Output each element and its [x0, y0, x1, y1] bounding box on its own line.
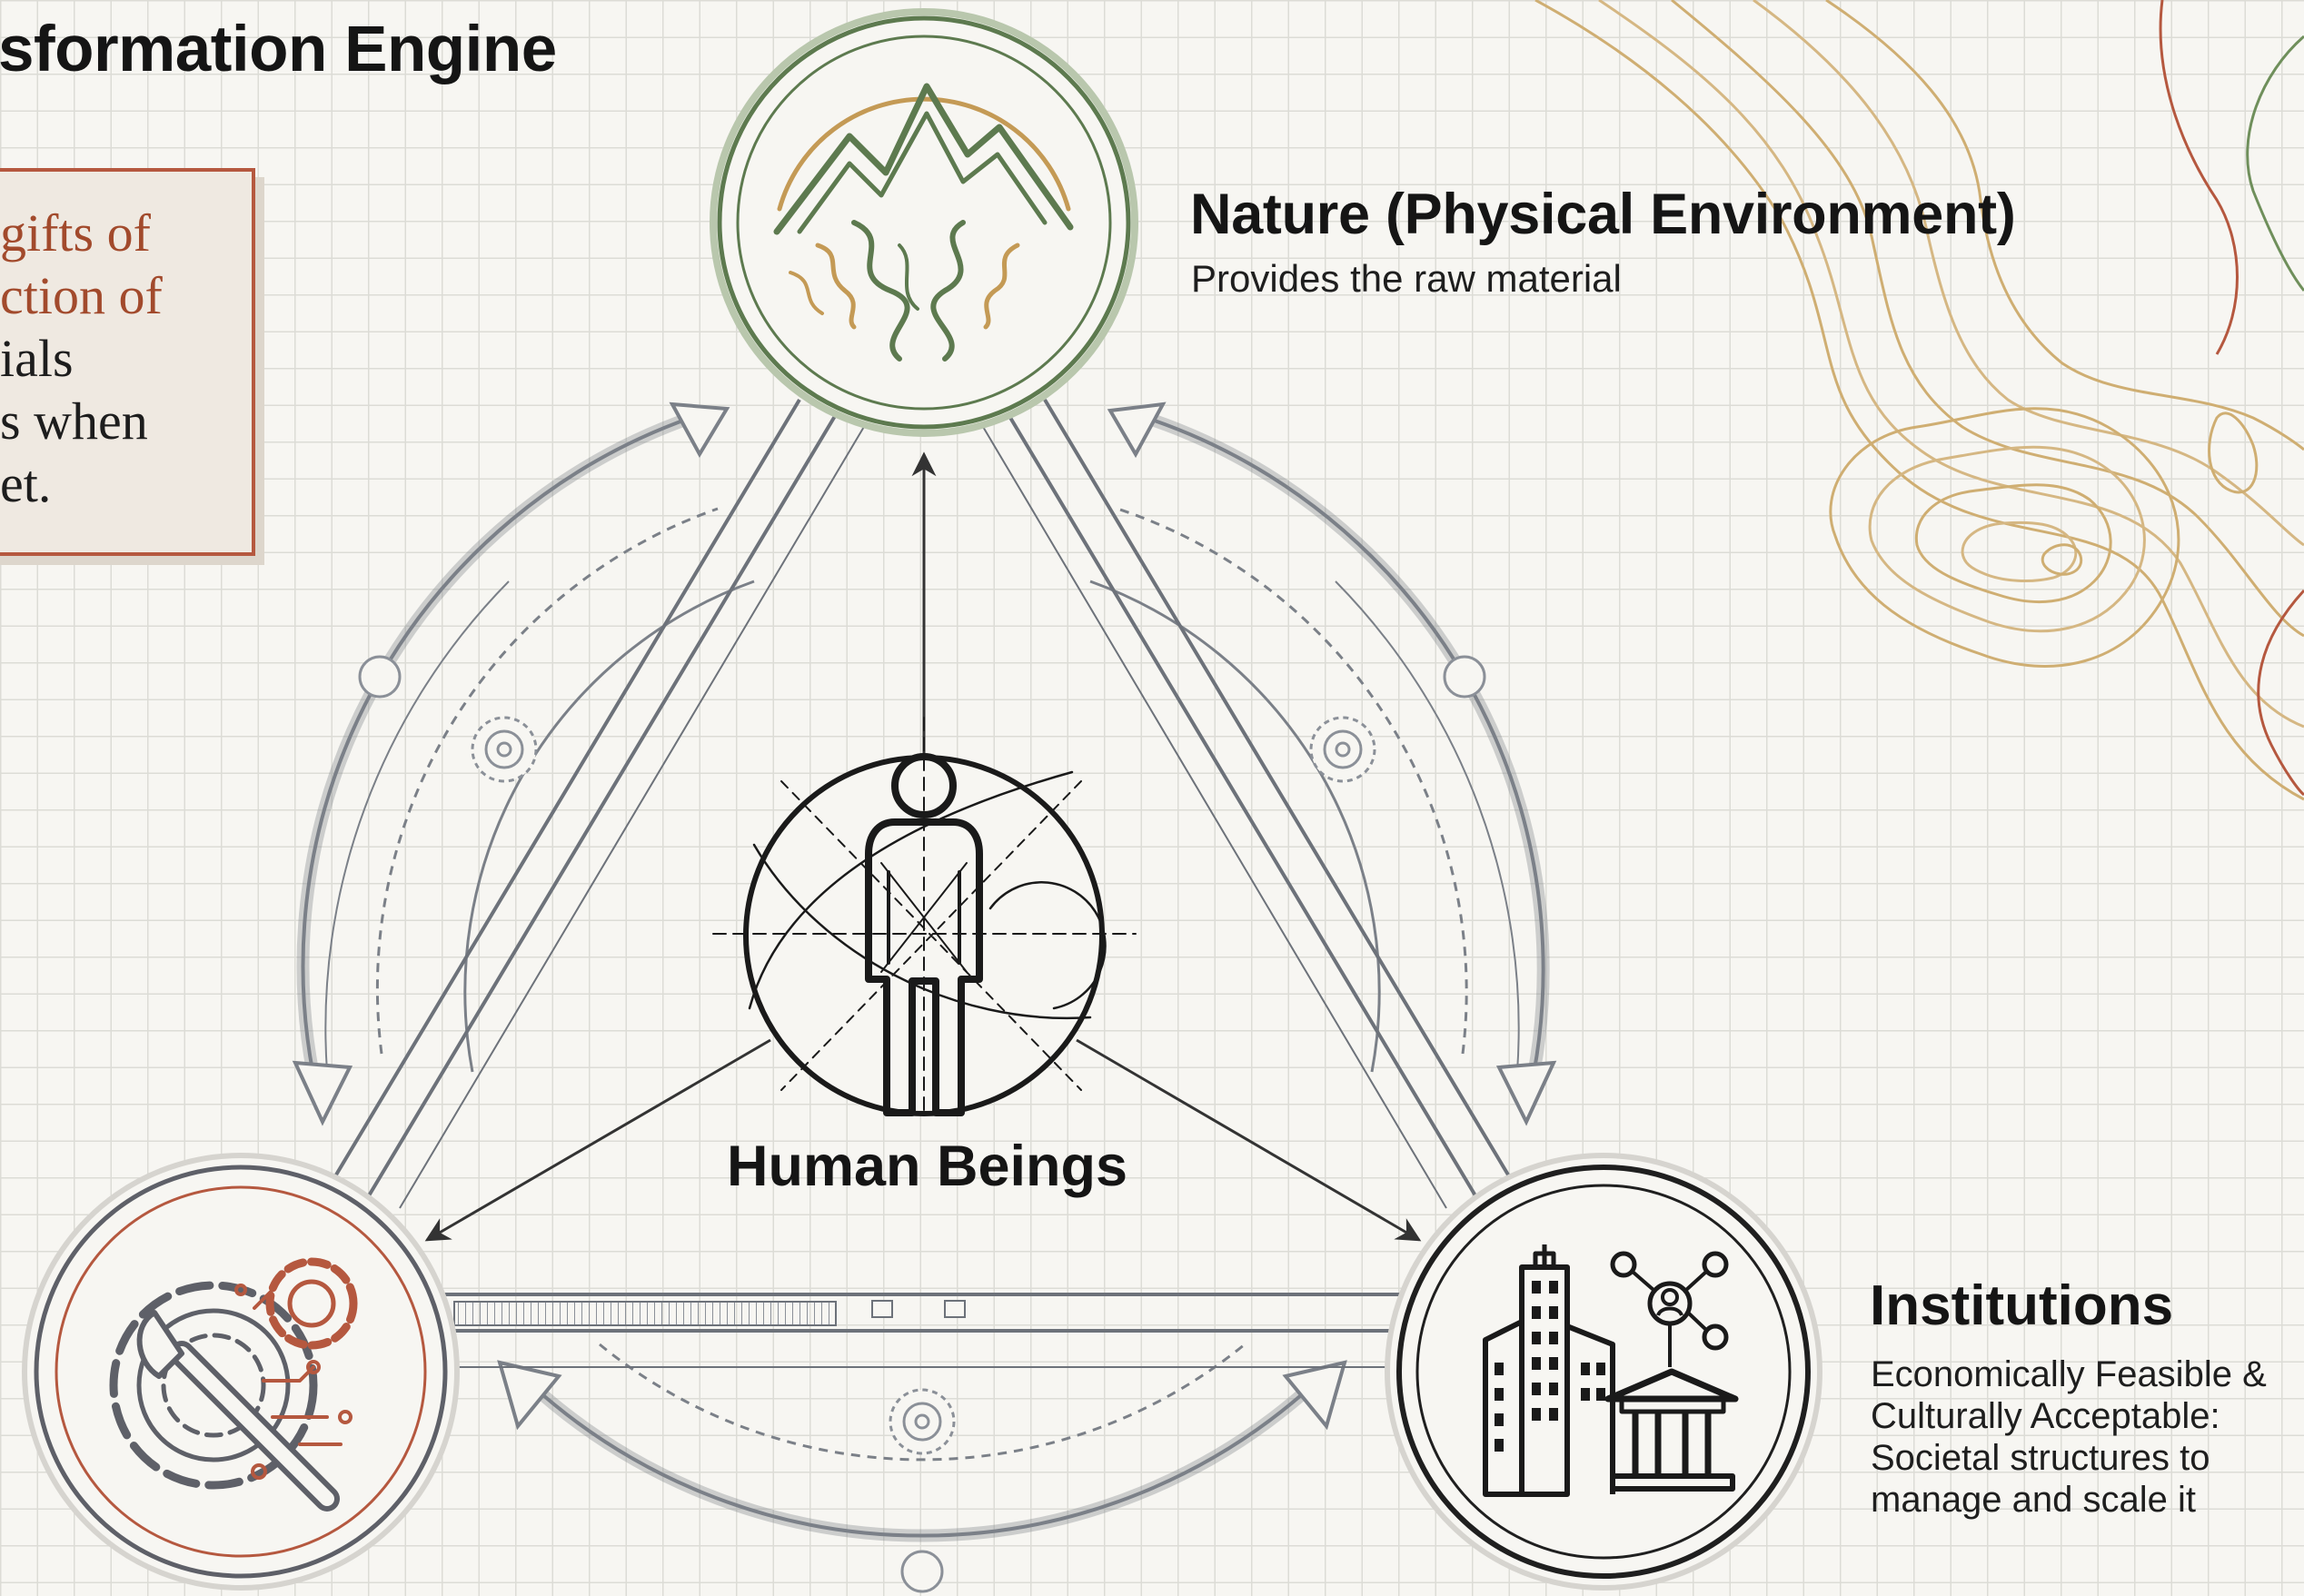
human-beings-label: Human Beings — [727, 1135, 1128, 1198]
human-figure-icon — [712, 717, 1137, 1118]
institutions-title: Institutions — [1870, 1274, 2174, 1337]
quote-text: gifts of ction of ials s when et. — [0, 202, 245, 515]
human-node — [712, 717, 1137, 1118]
city-institution-icon — [1483, 1244, 1739, 1497]
institutions-node — [1385, 1153, 1822, 1591]
nature-subtitle: Provides the raw material — [1191, 257, 1622, 300]
quote-line: et. — [0, 454, 52, 513]
quote-line: gifts of — [0, 203, 151, 263]
gear-wrench-icon — [109, 1257, 358, 1512]
arrow-to-technology — [424, 1038, 771, 1242]
nature-node — [710, 8, 1138, 437]
nature-title: Nature (Physical Environment) — [1190, 183, 2016, 246]
topographic-contours — [1534, 0, 2304, 801]
quote-line: ction of — [0, 266, 163, 325]
quote-card — [0, 168, 255, 556]
ring-gear-ornaments — [358, 655, 1486, 1593]
institutions-subtitle: Economically Feasible & Culturally Accep… — [1871, 1354, 2267, 1520]
arrow-to-institutions — [1076, 1038, 1422, 1242]
quote-line: s when — [0, 392, 148, 451]
page-title: sformation Engine — [0, 14, 557, 85]
quote-line: ials — [0, 329, 74, 388]
human-connectors — [424, 451, 1422, 1242]
technology-node — [22, 1153, 460, 1591]
mountain-river-icon — [773, 83, 1074, 362]
triangle-frame — [325, 398, 1519, 1368]
